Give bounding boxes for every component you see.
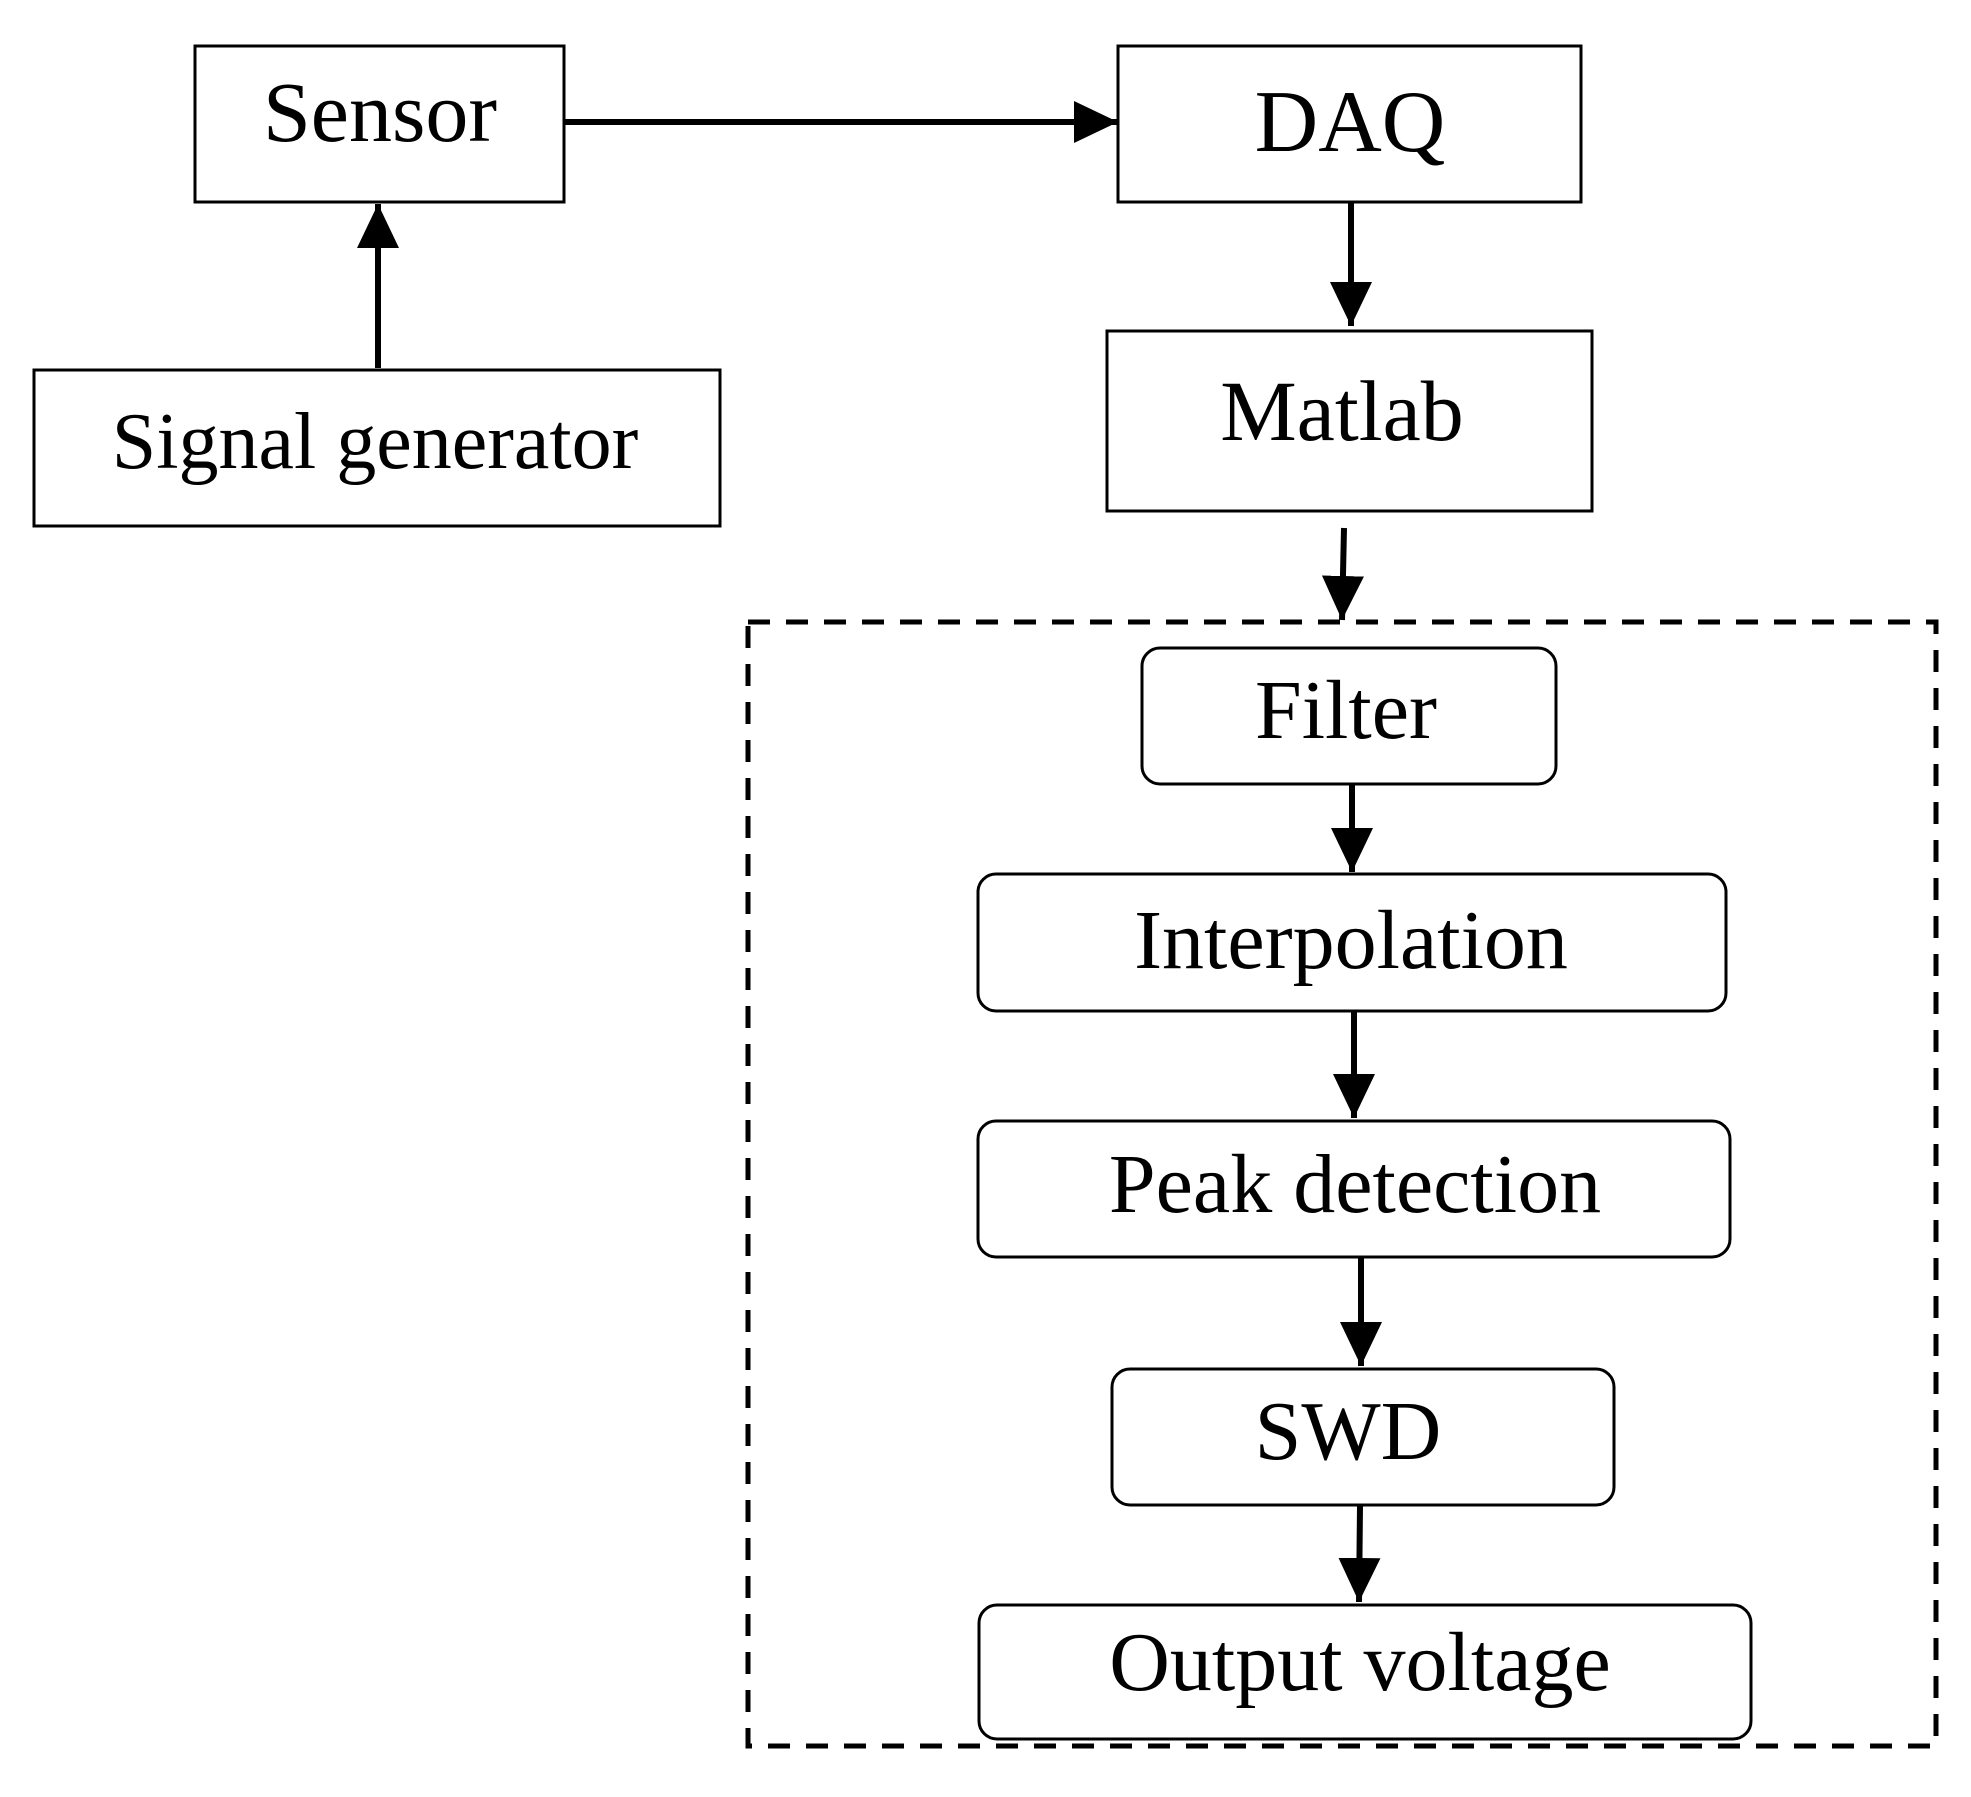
matlab-processing-group <box>745 619 1939 1749</box>
signal-generator-box <box>32 368 722 528</box>
matlab-box <box>1105 329 1594 513</box>
node-signal-generator: Signal generator <box>32 368 722 528</box>
daq-label: DAQ <box>1255 74 1446 171</box>
output-voltage-label: Output voltage <box>1109 1616 1611 1709</box>
node-filter: Filter <box>1140 646 1558 786</box>
arrows <box>357 101 1382 1603</box>
node-daq: DAQ <box>1116 44 1583 204</box>
arrow-matlab-to-filter <box>1321 527 1364 621</box>
peak-detection-box <box>976 1119 1732 1259</box>
interpolation-label: Interpolation <box>1134 894 1568 987</box>
signal-generator-label: Signal generator <box>112 398 638 486</box>
sensor-label: Sensor <box>263 64 497 160</box>
node-swd: SWD <box>1110 1367 1616 1507</box>
node-sensor: Sensor <box>193 44 566 204</box>
arrow-swd-to-output-voltage <box>1338 1505 1381 1603</box>
node-output-voltage: Output voltage <box>977 1603 1753 1741</box>
node-peak-detection: Peak detection <box>976 1119 1732 1259</box>
swd-box <box>1110 1367 1616 1507</box>
matlab-label: Matlab <box>1220 363 1464 459</box>
output-voltage-box <box>977 1603 1753 1741</box>
interpolation-box <box>976 872 1728 1013</box>
sensor-box <box>193 44 566 204</box>
filter-label: Filter <box>1255 664 1437 757</box>
node-matlab: Matlab <box>1105 329 1594 513</box>
daq-box <box>1116 44 1583 204</box>
swd-label: SWD <box>1255 1385 1442 1478</box>
node-interpolation: Interpolation <box>976 872 1728 1013</box>
peak-detection-label: Peak detection <box>1109 1138 1601 1231</box>
filter-box <box>1140 646 1558 786</box>
